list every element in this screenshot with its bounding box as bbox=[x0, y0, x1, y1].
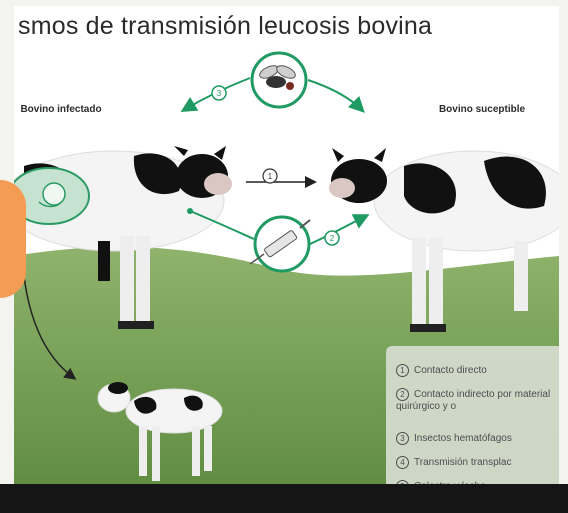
syringe-icon bbox=[249, 215, 311, 273]
fetus-icon bbox=[14, 167, 90, 225]
legend-text: Contacto indirecto por material quirúrgi… bbox=[396, 389, 551, 412]
diagram-photo: 3 1 2 smos de transmisión leucosis bovin… bbox=[14, 6, 559, 506]
legend-text: Insectos hematófagos bbox=[414, 433, 512, 444]
legend-text: Contacto directo bbox=[414, 365, 487, 376]
svg-text:2: 2 bbox=[330, 234, 335, 243]
legend-number: 3 bbox=[396, 432, 409, 445]
route-badge-2: 2 bbox=[324, 230, 340, 246]
svg-text:1: 1 bbox=[268, 172, 273, 181]
susceptible-cow bbox=[329, 148, 559, 332]
legend-text: Transmisión transplac bbox=[414, 457, 512, 468]
calf bbox=[97, 382, 223, 481]
route-badge-1: 1 bbox=[262, 168, 278, 184]
legend-item: 4 Transmisión transplac bbox=[396, 456, 511, 469]
diagram-canvas: 3 1 2 bbox=[14, 51, 559, 506]
syringe-arrow-left bbox=[189, 210, 255, 240]
bottom-border-bar bbox=[0, 484, 568, 513]
fly-icon bbox=[250, 51, 308, 109]
infected-cow-label: Bovino infectado bbox=[20, 104, 102, 115]
legend-item: 1 Contacto directo bbox=[396, 364, 487, 377]
legend-item: 3 Insectos hematófagos bbox=[396, 432, 512, 445]
svg-text:3: 3 bbox=[217, 89, 222, 98]
orange-accent-shape bbox=[0, 180, 26, 298]
legend-number: 4 bbox=[396, 456, 409, 469]
diagram-title: smos de transmisión leucosis bovina bbox=[18, 12, 433, 40]
insect-arrow-right bbox=[307, 79, 365, 113]
syringe-arrow-right bbox=[309, 214, 370, 245]
legend-number: 2 bbox=[396, 388, 409, 401]
route-badge-3: 3 bbox=[211, 85, 227, 101]
legend-number: 1 bbox=[396, 364, 409, 377]
susceptible-cow-label: Bovino suceptible bbox=[438, 104, 526, 115]
